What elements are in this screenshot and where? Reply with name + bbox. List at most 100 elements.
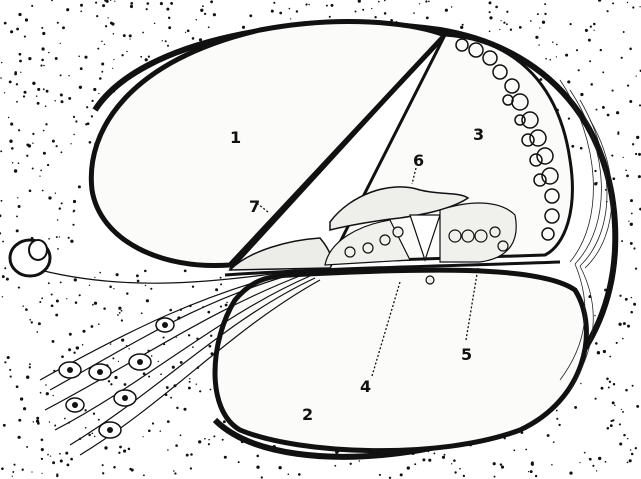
stipple-dot [119, 446, 122, 449]
stipple-dot [144, 270, 147, 273]
stipple-dot [633, 247, 635, 249]
stipple-dot [187, 29, 190, 32]
stipple-dot [489, 16, 492, 19]
stipple-dot [73, 116, 75, 118]
stipple-dot [630, 223, 633, 226]
stipple-dot [103, 307, 106, 310]
stipple-dot [29, 189, 32, 192]
stipple-dot [350, 463, 352, 465]
stipple-dot [121, 338, 124, 341]
label-3: 3 [473, 125, 484, 144]
stipple-dot [632, 143, 634, 145]
stipple-dot [31, 5, 33, 7]
stipple-dot [1, 467, 4, 470]
stipple-dot [16, 229, 19, 232]
stipple-dot [176, 407, 178, 409]
stipple-dot [200, 9, 203, 12]
stipple-dot [192, 346, 194, 348]
stipple-dot [25, 308, 28, 311]
stipple-dot [26, 155, 28, 157]
stipple-dot [61, 100, 64, 103]
stipple-dot [40, 170, 42, 172]
stipple-dot [91, 100, 93, 102]
stipple-dot [199, 390, 201, 392]
stipple-dot [61, 202, 63, 204]
stipple-dot [85, 123, 87, 125]
stipple-dot [66, 463, 69, 466]
stipple-dot [596, 470, 597, 471]
stipple-dot [146, 299, 149, 302]
stipple-dot [273, 2, 275, 4]
stipple-dot [45, 384, 47, 386]
stipple-dot [42, 190, 44, 192]
stipple-dot [113, 59, 114, 60]
stipple-dot [636, 75, 637, 76]
stipple-dot [616, 342, 618, 344]
stipple-dot [163, 336, 165, 338]
stipple-dot [499, 29, 500, 30]
stipple-dot [99, 272, 101, 274]
stipple-dot [636, 405, 639, 408]
stipple-dot [68, 348, 71, 351]
stipple-dot [196, 19, 197, 20]
stipple-dot [94, 436, 96, 438]
stipple-dot [13, 464, 15, 466]
stipple-dot [635, 267, 637, 269]
stipple-dot [16, 215, 18, 217]
stipple-dot [362, 9, 364, 11]
stipple-dot [414, 463, 416, 465]
stipple-dot [556, 44, 558, 46]
stipple-dot [151, 355, 153, 357]
stipple-dot [625, 389, 628, 392]
stipple-dot [113, 288, 114, 289]
stipple-dot [75, 120, 77, 122]
stipple-dot [510, 29, 512, 31]
stipple-dot [590, 25, 592, 27]
stipple-dot [626, 175, 629, 178]
stipple-dot [190, 453, 193, 456]
stipple-dot [256, 455, 259, 458]
stipple-dot [188, 334, 190, 336]
stipple-dot [603, 350, 606, 353]
stipple-dot [78, 185, 81, 188]
stipple-dot [16, 385, 19, 388]
stipple-dot [0, 77, 2, 79]
stipple-dot [167, 45, 169, 47]
stipple-dot [56, 236, 58, 238]
stipple-dot [18, 129, 20, 131]
stipple-dot [12, 162, 14, 164]
stipple-dot [24, 36, 26, 38]
stipple-dot [584, 452, 586, 454]
stipple-dot [180, 361, 183, 364]
stipple-dot [625, 169, 627, 171]
stipple-dot [32, 133, 34, 135]
stipple-dot [113, 33, 115, 35]
stipple-dot [1, 62, 3, 64]
stipple-dot [279, 12, 282, 15]
stipple-dot [45, 123, 47, 125]
stipple-dot [168, 26, 171, 29]
stipple-dot [126, 51, 127, 52]
stipple-dot [588, 39, 591, 42]
stipple-dot [123, 34, 126, 37]
stipple-dot [602, 106, 605, 109]
stipple-dot [89, 285, 90, 286]
stipple-dot [249, 14, 252, 17]
stipple-dot [605, 189, 607, 191]
stipple-dot [154, 23, 156, 25]
stipple-dot [80, 67, 83, 70]
stipple-dot [289, 8, 291, 10]
stipple-dot [160, 430, 162, 432]
stipple-dot [54, 100, 56, 102]
stipple-dot [371, 8, 372, 9]
stipple-dot [500, 463, 502, 465]
stipple-dot [110, 343, 111, 344]
stipple-dot [162, 40, 163, 41]
stipple-dot [17, 197, 18, 198]
stipple-dot [104, 446, 107, 449]
stipple-dot [616, 111, 619, 114]
stipple-dot [26, 446, 28, 448]
stipple-dot [538, 44, 540, 46]
stipple-dot [607, 427, 610, 430]
stipple-dot [36, 420, 39, 423]
